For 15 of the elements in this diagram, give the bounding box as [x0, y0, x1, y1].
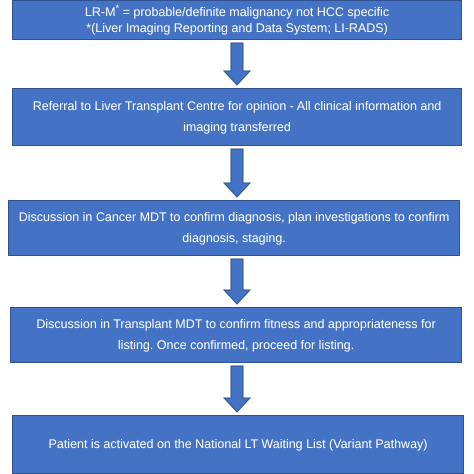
box-text: Discussion in Transplant MDT to confirm fitness and appropriateness for listing. Once confirmed, proceed for listing. [35, 316, 437, 354]
process-box [12, 415, 464, 474]
box-text: Referral to Liver Transplant Centre for opinion - All clinical information and imaging transferred [32, 98, 442, 136]
process-box [12, 88, 462, 146]
block-arrow [222, 258, 252, 305]
process-box [12, 0, 462, 40]
box-text: Discussion in Cancer MDT to confirm diagnosis, plan investigations to confirm diagnosis, staging. [18, 208, 450, 247]
box-text: Patient is activated on the National LT Waiting List (Variant Pathway) [48, 436, 428, 453]
box-text: LR-M$^{*}$ = probable/definite malignancy not HCC specific [84, 4, 390, 20]
block-arrow [222, 148, 252, 198]
block-arrow [222, 366, 252, 413]
process-box [8, 200, 460, 256]
box-text: *(Liver Imaging Reporting and Data System; LI-RADS) [86, 20, 388, 36]
block-arrow [222, 42, 252, 86]
process-box [10, 307, 462, 363]
